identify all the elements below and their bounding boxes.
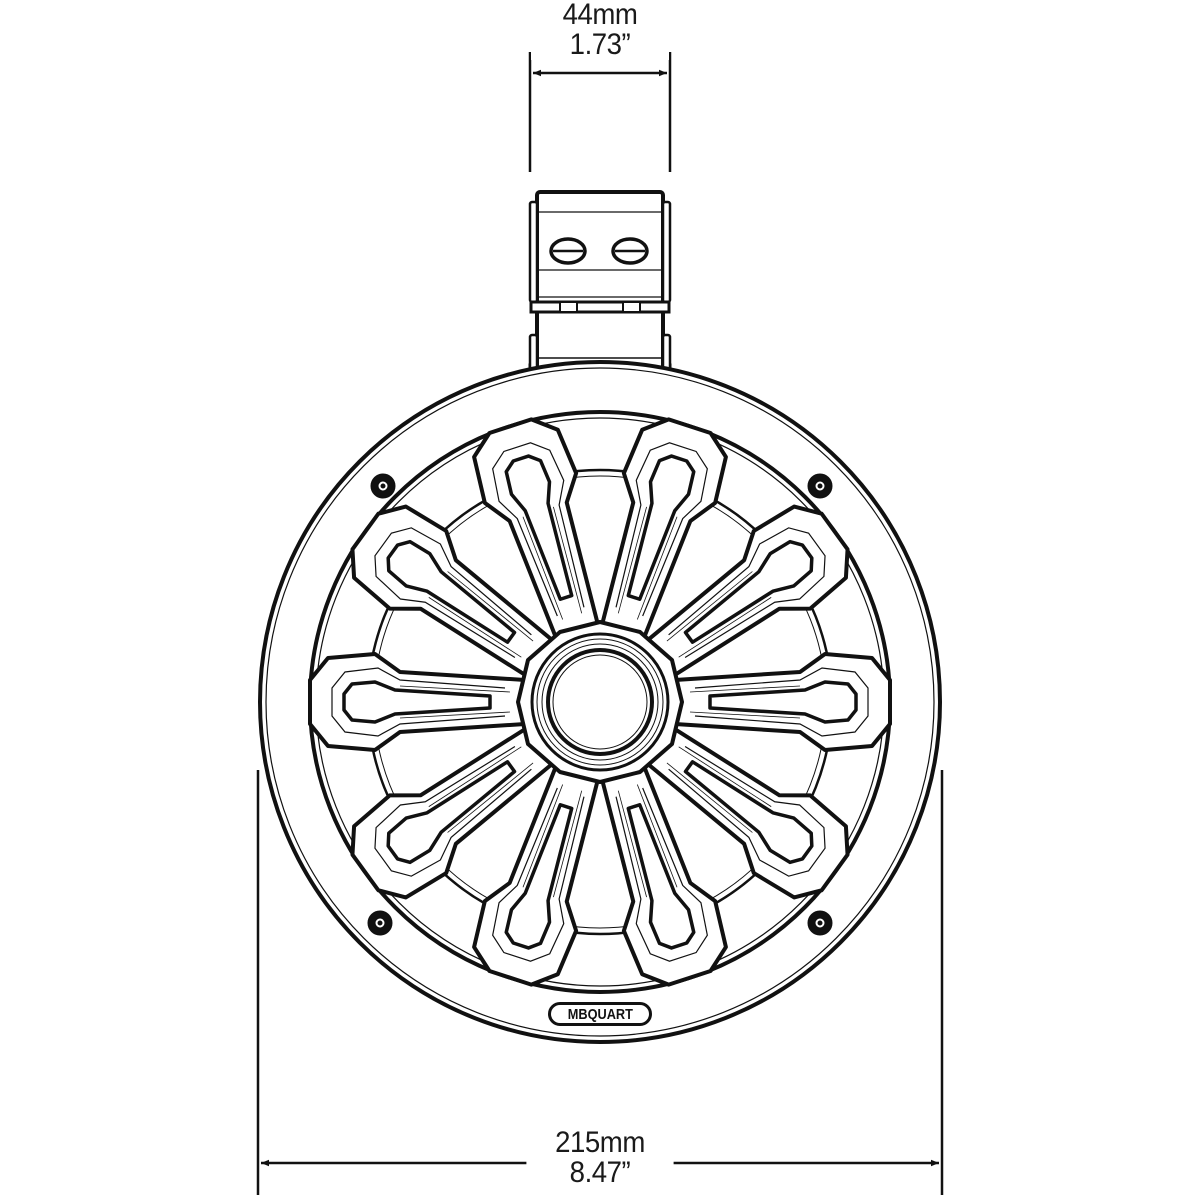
- tower-mount-clamp: [528, 190, 672, 387]
- mount-width-dimension: [528, 52, 672, 172]
- screw-icon: [370, 473, 396, 499]
- clamp-screw-icon: [611, 237, 649, 265]
- mount-width-metric: 44mm: [531, 0, 669, 30]
- overall-diameter-imperial: 8.47”: [526, 1158, 674, 1188]
- brand-logo: MBQUART: [548, 1002, 652, 1026]
- brand-logo-text: MBQUART: [567, 1005, 633, 1023]
- mount-width-imperial: 1.73”: [531, 30, 669, 60]
- grille-screws: [367, 473, 833, 936]
- mount-width-label: 44mm 1.73”: [531, 0, 669, 60]
- screw-icon: [807, 473, 833, 499]
- overall-diameter-label: 215mm 8.47”: [526, 1128, 674, 1188]
- clamp-screw-icon: [549, 237, 587, 265]
- tweeter-hub: [516, 620, 684, 784]
- screw-icon: [367, 910, 393, 936]
- overall-diameter-metric: 215mm: [526, 1128, 674, 1158]
- screw-icon: [807, 910, 833, 936]
